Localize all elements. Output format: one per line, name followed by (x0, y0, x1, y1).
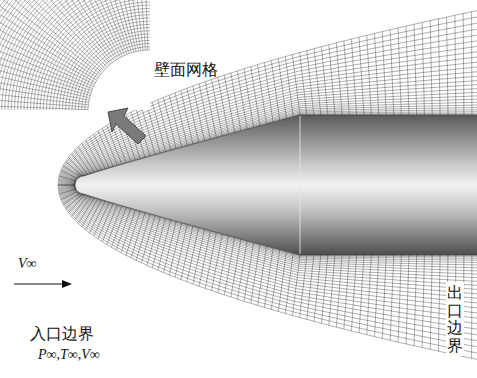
inset-mesh-line (0, 0, 101, 74)
inset-mesh-line (0, 0, 150, 110)
inset-mesh-line (0, 0, 150, 110)
inset-mesh-line (107, 0, 138, 51)
inset-mesh-line (56, 0, 124, 55)
inset-mesh-line (62, 24, 150, 110)
inlet-conditions: P∞,T∞,V∞ (38, 347, 100, 364)
inset-mesh-line (21, 0, 150, 110)
inset-mesh-line (0, 0, 150, 110)
inset-mesh-line (66, 28, 150, 110)
inset-mesh-line (18, 0, 114, 61)
inset-mesh-line (0, 0, 150, 110)
inset-mesh-line (25, 0, 116, 60)
inset-mesh-line (18, 0, 150, 110)
inset-mesh-line (33, 0, 119, 59)
inflow-arrowhead (62, 280, 72, 288)
inset-mesh-line (85, 47, 150, 110)
inset-mesh-line (0, 0, 150, 110)
inset-mesh-line (0, 0, 150, 110)
inset-mesh-line (0, 0, 98, 78)
inset-mesh-line (48, 0, 122, 56)
inset-mesh-line (0, 0, 104, 71)
inset-mesh-line (0, 0, 150, 110)
pointer-arrow (108, 108, 146, 144)
inset-mesh-line (0, 0, 150, 110)
inset-mesh-line (30, 0, 150, 110)
inset-mesh-line (0, 77, 89, 103)
body-junction (299, 116, 300, 254)
inset-mesh-line (0, 0, 150, 110)
inset-mesh-line (0, 0, 150, 110)
inset-mesh-line (81, 0, 131, 53)
inset-mesh-line (0, 0, 150, 110)
inset-mesh-line (98, 0, 136, 52)
inset-mesh-line (0, 68, 89, 100)
inset-label: 壁面网格 (154, 60, 218, 79)
inset-mesh-line (116, 0, 141, 51)
inset-mesh-line (0, 18, 93, 87)
inset-mesh-line (0, 0, 150, 110)
inset-mesh-line (0, 0, 150, 110)
inset-mesh-line (142, 0, 148, 50)
inset-mesh-line (0, 0, 102, 72)
inset-mesh-line (69, 31, 150, 110)
inset-mesh-line (0, 0, 150, 110)
inset-mesh-line (78, 40, 150, 110)
inset-mesh-line (0, 0, 150, 110)
inset-mesh-line (0, 0, 150, 110)
inlet-label: 入口边界 (30, 324, 94, 343)
inset-mesh-line (11, 0, 113, 63)
inset-mesh-line (75, 37, 150, 110)
inset-mesh-line (0, 0, 150, 110)
inflow-arrow (14, 283, 66, 284)
inset-mesh-line (11, 0, 150, 110)
inset-mesh-line (0, 0, 150, 110)
velocity-label: V∞ (18, 256, 37, 273)
inset-mesh-line (59, 21, 150, 110)
inset-mesh-line (0, 0, 109, 66)
outlet-label: 出口边界 (446, 282, 464, 356)
inset-mesh-line (124, 0, 143, 50)
inset-mesh-line (0, 0, 107, 67)
inset-mesh-line (90, 0, 134, 52)
inset-mesh-line (0, 0, 150, 110)
inset-mesh-line (0, 10, 94, 85)
inset-mesh-line (53, 15, 150, 110)
inset-mesh-line (0, 0, 150, 110)
wall-mesh-inset (0, 0, 150, 112)
inset-mesh-line (133, 0, 145, 50)
inset-mesh-line (73, 0, 129, 54)
inset-mesh-line (0, 0, 150, 110)
inset-mesh-line (2, 0, 150, 110)
inset-mesh-line (0, 0, 150, 110)
inset-mesh-line (82, 44, 150, 110)
